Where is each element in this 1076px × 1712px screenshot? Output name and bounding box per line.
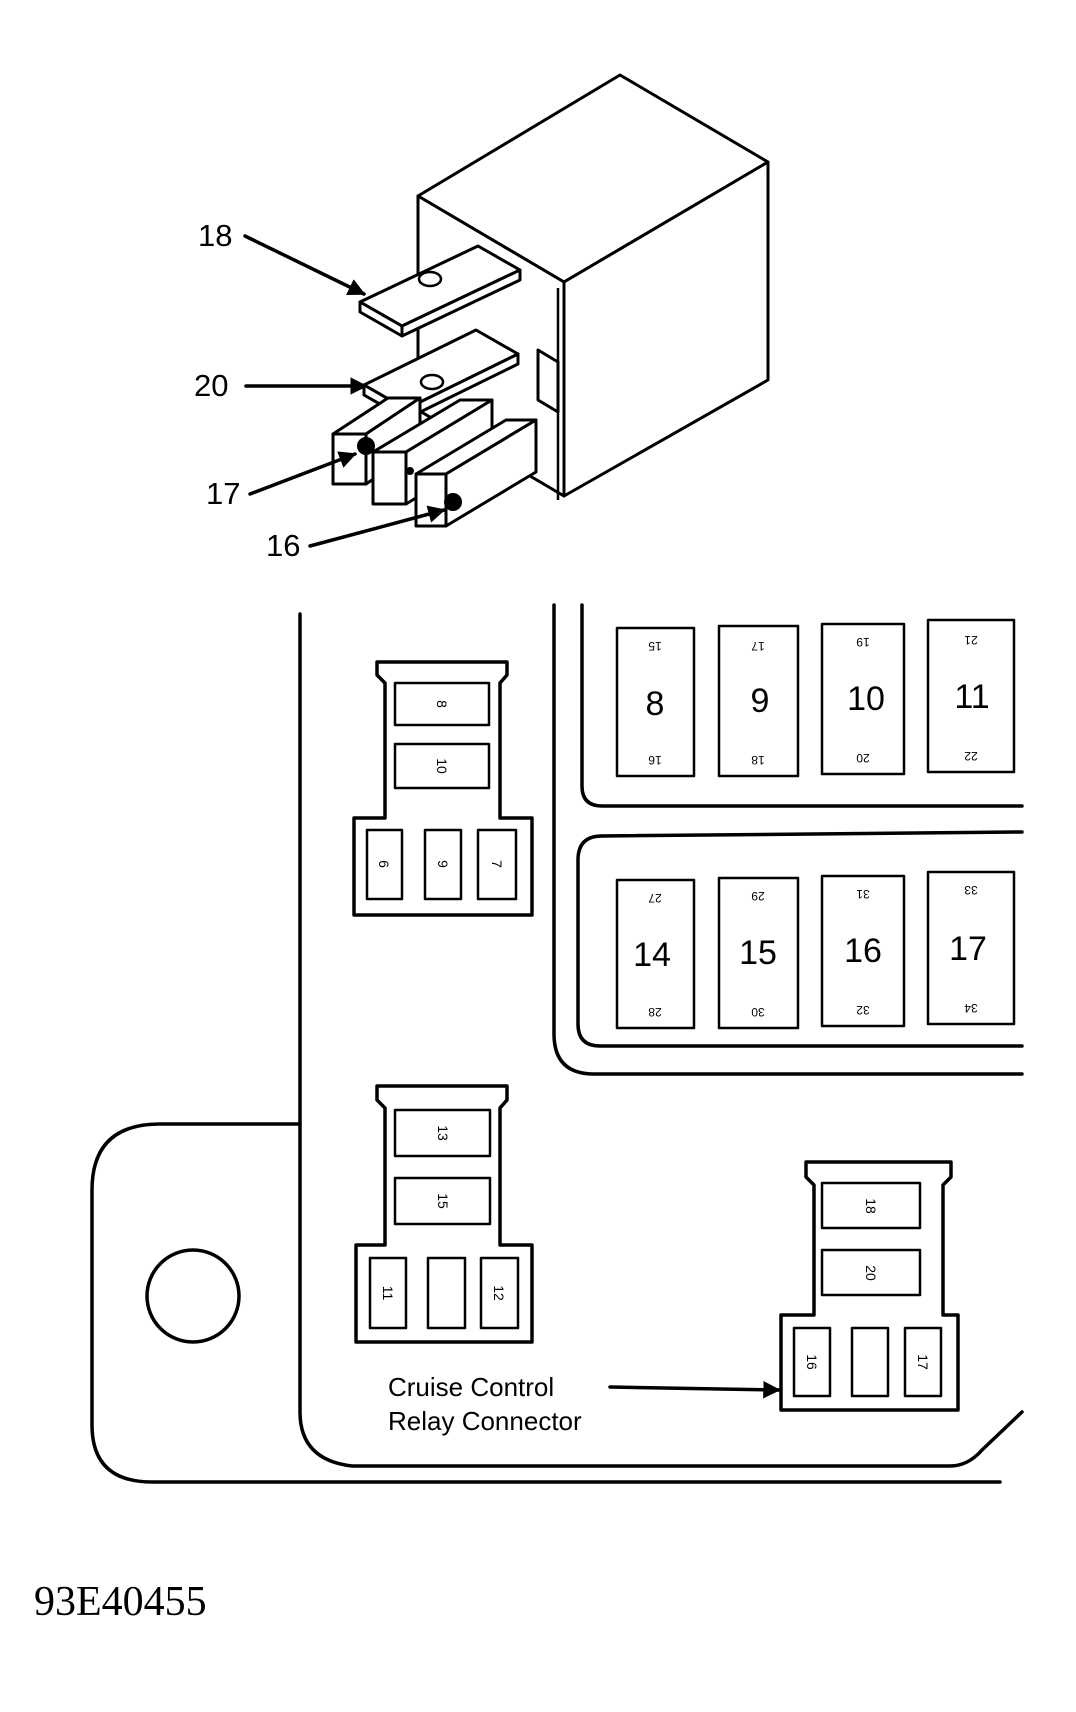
fuse-16[interactable]: 31 16 32 [820, 874, 906, 1028]
svg-text:31: 31 [856, 887, 870, 901]
svg-text:20: 20 [856, 751, 870, 765]
svg-text:7: 7 [489, 860, 505, 868]
relay-label-18: 18 [198, 218, 232, 253]
svg-text:9: 9 [751, 682, 770, 720]
figure-code: 93E40455 [34, 1579, 207, 1625]
callout-line-1: Cruise Control [388, 1372, 554, 1402]
svg-text:17: 17 [915, 1354, 931, 1370]
cruise-control-relay-connector[interactable]: 18 20 16 17 [779, 1160, 960, 1412]
fuse-14[interactable]: 27 14 28 [615, 878, 696, 1030]
svg-text:32: 32 [856, 1003, 870, 1017]
svg-text:10: 10 [434, 758, 450, 774]
svg-text:18: 18 [751, 753, 765, 767]
relay-terminal-16 [414, 418, 538, 528]
svg-text:13: 13 [435, 1125, 451, 1141]
svg-text:10: 10 [847, 680, 885, 718]
mounting-hole [145, 1248, 241, 1344]
svg-text:27: 27 [648, 891, 662, 905]
svg-text:34: 34 [964, 1001, 978, 1015]
svg-text:6: 6 [376, 860, 392, 868]
svg-text:19: 19 [856, 635, 870, 649]
svg-text:17: 17 [751, 639, 765, 653]
fuse-11[interactable]: 21 11 22 [926, 618, 1016, 774]
callout-line-2: Relay Connector [388, 1406, 582, 1436]
svg-text:15: 15 [648, 639, 662, 653]
relay-connector-2[interactable]: 13 15 11 12 [354, 1084, 534, 1344]
relay-connector-1[interactable]: 8 10 6 9 7 [352, 660, 534, 917]
svg-text:8: 8 [434, 700, 450, 708]
svg-text:16: 16 [648, 753, 662, 767]
svg-text:14: 14 [633, 936, 671, 974]
relay-terminal-20 [362, 328, 520, 421]
svg-text:9: 9 [435, 860, 451, 868]
fuse-10[interactable]: 19 10 20 [820, 622, 906, 776]
svg-text:21: 21 [964, 633, 978, 647]
relay-side-latch [536, 348, 560, 414]
svg-text:28: 28 [648, 1005, 662, 1019]
svg-text:12: 12 [491, 1285, 507, 1301]
relay-label-20: 20 [194, 368, 228, 403]
fuse-bottom-row: 27 14 28 29 15 30 31 16 32 33 17 34 [615, 870, 1016, 1030]
svg-text:29: 29 [751, 889, 765, 903]
relay-terminal-18 [358, 244, 522, 338]
fuse-block-outline [90, 603, 1024, 1484]
svg-text:8: 8 [646, 685, 665, 723]
relay-label-16: 16 [266, 528, 300, 563]
svg-text:11: 11 [380, 1286, 396, 1301]
svg-text:15: 15 [739, 934, 777, 972]
relay: 18 20 17 16 [194, 73, 770, 563]
fuse-9[interactable]: 17 9 18 [717, 624, 800, 778]
svg-text:20: 20 [863, 1265, 879, 1281]
svg-text:33: 33 [964, 883, 978, 897]
svg-text:11: 11 [954, 678, 989, 716]
relay-side-face [562, 160, 770, 498]
svg-text:16: 16 [804, 1354, 820, 1370]
fuse-8[interactable]: 15 8 16 [615, 626, 696, 778]
fuse-top-row: 15 8 16 17 9 18 19 10 20 21 11 22 [615, 618, 1016, 778]
svg-text:16: 16 [844, 932, 882, 970]
svg-text:18: 18 [863, 1198, 879, 1214]
fuse-15[interactable]: 29 15 30 [717, 876, 800, 1030]
svg-text:17: 17 [949, 930, 987, 968]
svg-text:15: 15 [435, 1193, 451, 1209]
svg-text:22: 22 [964, 749, 978, 763]
svg-text:30: 30 [751, 1005, 765, 1019]
fuse-17[interactable]: 33 17 34 [926, 870, 1016, 1026]
relay-label-17: 17 [206, 476, 240, 511]
